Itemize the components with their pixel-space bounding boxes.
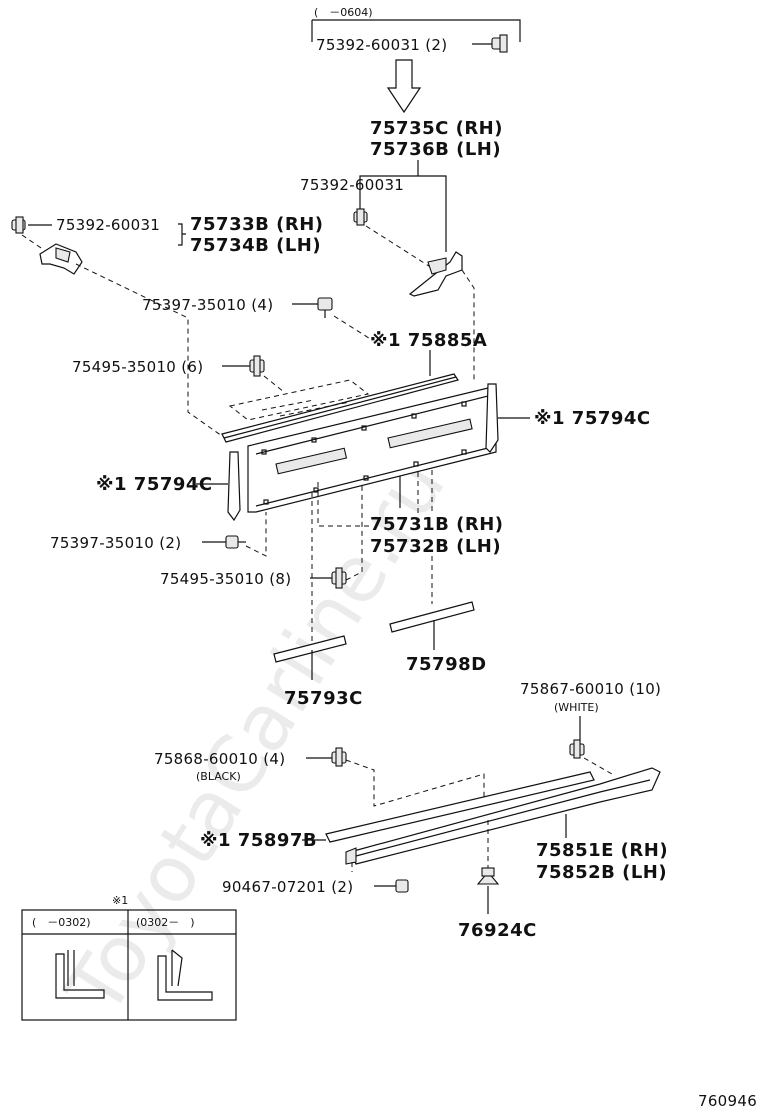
- trim-right-label: ※1 75794C: [534, 408, 651, 429]
- molding-upper-label: ※1 75885A: [370, 330, 487, 351]
- inset-right-profile: [157, 949, 213, 1001]
- inset-box: ※1 ( －0302) (0302－ ): [21, 894, 237, 1021]
- screw-b-icon: [225, 535, 246, 549]
- main-panel-part: [247, 387, 497, 513]
- screw-b-label: 75397-35010 (2): [50, 534, 181, 552]
- strip-b-label: 75793C: [284, 688, 363, 709]
- screw-c-label: 90467-07201 (2): [222, 878, 353, 896]
- down-arrow-icon: [386, 59, 422, 114]
- rocker-molding-part: [325, 771, 595, 843]
- bracket-top-part: [408, 251, 463, 297]
- clip-black-icon: [331, 747, 347, 767]
- bracket-top-rh: 75735C (RH): [370, 118, 503, 139]
- clip-mid-icon: [353, 208, 368, 226]
- clip-white-icon: [569, 739, 585, 759]
- rocker-panel-part: [345, 767, 661, 865]
- rocker-panel-rh: 75851E (RH): [536, 840, 668, 861]
- bracket-left-part: [39, 243, 83, 275]
- clip-left-icon: [11, 216, 26, 234]
- inset-marker: ※1: [112, 894, 128, 907]
- clip-black-label: 75868-60010 (4): [154, 750, 285, 768]
- clip-b-icon: [249, 355, 265, 377]
- header-group: ( －0604) 75392-60031 (2): [311, 6, 521, 114]
- screw-a-label: 75397-35010 (4): [142, 296, 273, 314]
- panel-rh: 75731B (RH): [370, 514, 504, 535]
- strip-a-part: [389, 601, 475, 633]
- clip-d-icon: [476, 867, 500, 885]
- screw-c-icon: [395, 879, 409, 893]
- clip-left-label: 75392-60031: [56, 216, 160, 234]
- clip-black-note: (BLACK): [196, 770, 241, 783]
- strip-a-label: 75798D: [406, 654, 487, 675]
- clip-c-icon: [331, 567, 347, 589]
- clip-b-label: 75495-35010 (6): [72, 358, 203, 376]
- bracket-left-rh: 75733B (RH): [190, 214, 324, 235]
- trim-left-part: [227, 451, 241, 522]
- clip-c-label: 75495-35010 (8): [160, 570, 291, 588]
- rocker-molding-label: ※1 75897B: [200, 830, 317, 851]
- inset-left-profile: [55, 950, 105, 999]
- clip-icon: [472, 34, 508, 53]
- trim-right-part: [485, 383, 499, 453]
- bracket-left-lh: 75734B (LH): [190, 235, 321, 256]
- rocker-panel-lh: 75852B (LH): [536, 862, 667, 883]
- inset-left-header: ( －0302): [32, 916, 91, 929]
- molding-upper-part: [221, 373, 459, 443]
- strip-b-part: [273, 635, 347, 663]
- trim-left-label: ※1 75794C: [96, 474, 213, 495]
- clip-mid-label: 75392-60031: [300, 176, 404, 194]
- panel-lh: 75732B (LH): [370, 536, 501, 557]
- clip-white-label: 75867-60010 (10): [520, 680, 661, 698]
- bracket-top-lh: 75736B (LH): [370, 139, 501, 160]
- clip-d-label: 76924C: [458, 920, 537, 941]
- screw-a-icon: [317, 297, 333, 318]
- header-range: ( －0604): [314, 6, 373, 19]
- inset-right-header: (0302－ ): [136, 916, 195, 929]
- diagram-id: 760946: [698, 1092, 757, 1110]
- clip-white-note: (WHITE): [554, 701, 599, 714]
- header-clip-label: 75392-60031 (2): [316, 36, 447, 54]
